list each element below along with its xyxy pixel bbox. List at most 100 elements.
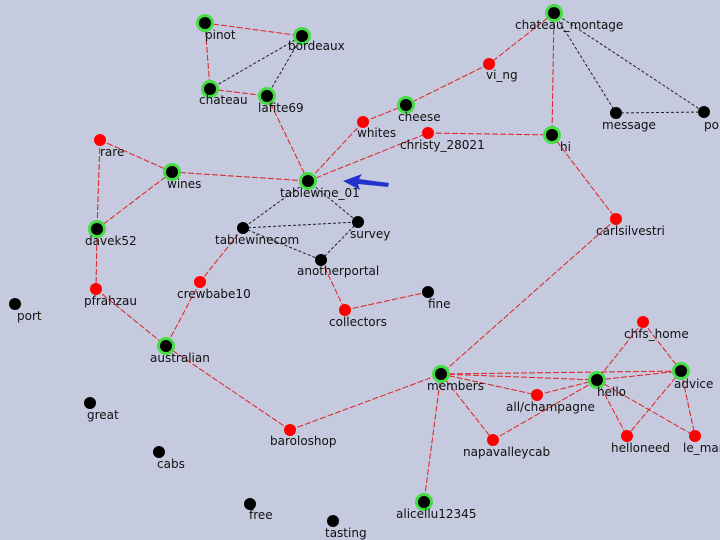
node-lafite69[interactable] <box>258 87 276 105</box>
node-free[interactable] <box>244 498 256 510</box>
node-alicellu12345[interactable] <box>415 493 433 511</box>
node-label-pfrahzau: pfrahzau <box>84 294 137 308</box>
node-carlsilvestri[interactable] <box>610 213 622 225</box>
node-crewbabe10[interactable] <box>194 276 206 288</box>
node-dot <box>284 424 296 436</box>
edge-tablewine_01-christy_28021 <box>307 132 429 182</box>
edge-members-advice <box>440 370 682 375</box>
edge-chateau-bordeaux <box>209 35 303 90</box>
node-dot <box>261 90 273 102</box>
node-members[interactable] <box>432 365 450 383</box>
edge-pinot-bordeaux <box>204 22 303 37</box>
node-po[interactable] <box>698 106 710 118</box>
edge-collectors-fine <box>344 291 429 311</box>
node-port[interactable] <box>9 298 21 310</box>
node-label-le_mar: le_mar <box>683 441 720 455</box>
node-label-anotherportal: anotherportal <box>297 264 379 278</box>
node-fine[interactable] <box>422 286 434 298</box>
node-pfrahzau[interactable] <box>90 283 102 295</box>
node-label-port: port <box>17 309 42 323</box>
node-dot <box>237 222 249 234</box>
arrow-left-icon <box>343 174 389 190</box>
node-tablewine_01[interactable] <box>299 172 317 190</box>
node-christy_28021[interactable] <box>422 127 434 139</box>
node-label-members: members <box>427 379 484 393</box>
edge-tablewinecom-anotherportal <box>242 227 322 261</box>
node-tablewinecom[interactable] <box>237 222 249 234</box>
node-label-tablewine_01: tablewine_01 <box>280 186 360 200</box>
edge-members-napavalleycab <box>440 373 494 441</box>
node-cabs[interactable] <box>153 446 165 458</box>
node-davek52[interactable] <box>88 220 106 238</box>
node-dot <box>160 340 172 352</box>
edge-chateau_montage-vi_ng <box>488 12 555 65</box>
label-layer: pinotbordeauxchateaulafite69chateau_mont… <box>17 18 720 540</box>
node-message[interactable] <box>610 107 622 119</box>
node-label-australian: australian <box>150 351 210 365</box>
edge-chateau-lafite69 <box>209 88 268 97</box>
node-advice[interactable] <box>672 362 690 380</box>
edge-members-alicellu12345 <box>423 373 442 503</box>
node-label-bordeaux: bordeaux <box>288 39 345 53</box>
node-chfs_home[interactable] <box>637 316 649 328</box>
node-bordeaux[interactable] <box>293 27 311 45</box>
node-dot <box>435 368 447 380</box>
node-label-baroloshop: baroloshop <box>270 434 336 448</box>
edge-advice-helloneed <box>626 370 682 437</box>
node-rare[interactable] <box>94 134 106 146</box>
edge-tablewinecom-survey <box>242 221 359 229</box>
node-hi[interactable] <box>543 126 561 144</box>
node-label-tasting: tasting <box>325 526 367 540</box>
node-wines[interactable] <box>163 163 181 181</box>
node-baroloshop[interactable] <box>284 424 296 436</box>
node-dot <box>244 498 256 510</box>
node-helloneed[interactable] <box>621 430 633 442</box>
node-dot <box>610 213 622 225</box>
node-dot <box>591 374 603 386</box>
node-napavalleycab[interactable] <box>487 434 499 446</box>
node-label-po: po <box>704 118 719 132</box>
node-dot <box>531 389 543 401</box>
node-dot <box>302 175 314 187</box>
node-all_champagne[interactable] <box>531 389 543 401</box>
node-tasting[interactable] <box>327 515 339 527</box>
node-anotherportal[interactable] <box>315 254 327 266</box>
node-cheese[interactable] <box>397 96 415 114</box>
node-collectors[interactable] <box>339 304 351 316</box>
node-label-crewbabe10: crewbabe10 <box>177 287 251 301</box>
edge-rare-wines <box>99 139 173 173</box>
node-dot <box>90 283 102 295</box>
edge-layer <box>95 12 705 503</box>
node-dot <box>689 430 701 442</box>
edge-tablewine_01-survey <box>307 180 359 223</box>
node-label-message: message <box>602 118 656 132</box>
node-dot <box>166 166 178 178</box>
node-chateau[interactable] <box>201 80 219 98</box>
edge-members-all_champagne <box>440 373 538 396</box>
node-hello[interactable] <box>588 371 606 389</box>
node-chateau_montage[interactable] <box>545 4 563 22</box>
node-pinot[interactable] <box>196 14 214 32</box>
node-label-alicellu12345: alicellu12345 <box>396 507 476 521</box>
node-dot <box>352 216 364 228</box>
edge-baroloshop-members <box>289 373 442 431</box>
edge-napavalleycab-hello <box>492 379 598 441</box>
node-dot <box>204 83 216 95</box>
node-vi_ng[interactable] <box>483 58 495 70</box>
node-label-collectors: collectors <box>329 315 387 329</box>
node-survey[interactable] <box>352 216 364 228</box>
node-dot <box>418 496 430 508</box>
node-dot <box>675 365 687 377</box>
node-great[interactable] <box>84 397 96 409</box>
node-whites[interactable] <box>357 116 369 128</box>
node-australian[interactable] <box>157 337 175 355</box>
node-label-fine: fine <box>428 297 451 311</box>
edge-rare-davek52 <box>96 139 101 230</box>
node-label-cabs: cabs <box>157 457 185 471</box>
edge-hello-advice <box>596 370 682 381</box>
node-dot <box>94 134 106 146</box>
node-le_mar[interactable] <box>689 430 701 442</box>
edge-chfs_home-advice <box>642 321 682 372</box>
node-label-chateau_montage: chateau_montage <box>515 18 623 32</box>
